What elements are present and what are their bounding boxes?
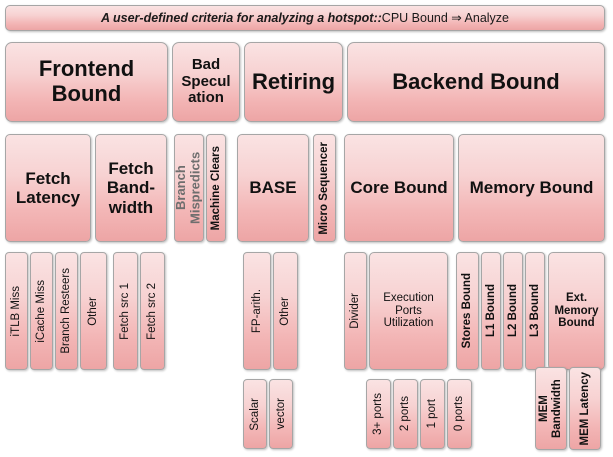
node-mem-bandwidth[interactable]: MEM Bandwidth <box>535 367 567 450</box>
node-label: 1 port <box>426 399 439 429</box>
node-fetch-src-2[interactable]: Fetch src 2 <box>140 252 165 370</box>
node-backend-bound[interactable]: Backend Bound <box>347 42 605 122</box>
node-label: Fetch src 2 <box>146 282 159 340</box>
node-fp-arith[interactable]: FP-arith. <box>243 252 271 370</box>
node-ext-memory-bound[interactable]: Ext. Memory Bound <box>548 252 605 370</box>
node-label: Other <box>87 296 100 326</box>
node-l2-bound[interactable]: L2 Bound <box>503 252 523 370</box>
node-fetch-src-1[interactable]: Fetch src 1 <box>113 252 138 370</box>
node-stores-bound[interactable]: Stores Bound <box>456 252 479 370</box>
node-frontend-other[interactable]: Other <box>80 252 107 370</box>
node-label: Execution Ports Utilization <box>383 291 434 330</box>
node-l1-bound[interactable]: L1 Bound <box>481 252 501 370</box>
node-label: L2 Bound <box>506 284 519 338</box>
node-fetch-bandwidth[interactable]: Fetch Band- width <box>95 134 167 242</box>
node-label: Divider <box>349 293 362 329</box>
criteria-banner: A user-defined criteria for analyzing a … <box>5 5 605 31</box>
node-label: Fetch Band- width <box>106 159 156 217</box>
node-label: Core Bound <box>350 178 448 198</box>
node-label: vector <box>274 398 287 430</box>
node-label: Fetch Latency <box>15 168 81 207</box>
node-micro-sequencer[interactable]: Micro Sequencer <box>313 134 336 242</box>
node-label: Micro Sequencer <box>318 141 331 235</box>
node-label: MEM Latency <box>578 371 591 446</box>
node-mem-latency[interactable]: MEM Latency <box>569 367 601 450</box>
node-fetch-latency[interactable]: Fetch Latency <box>5 134 91 242</box>
node-core-bound[interactable]: Core Bound <box>344 134 454 242</box>
node-label: iTLB Miss <box>10 285 23 337</box>
node-2-ports[interactable]: 2 ports <box>393 379 418 449</box>
node-label: 2 ports <box>399 396 412 432</box>
node-bad-speculation[interactable]: Bad Specul ation <box>172 42 240 122</box>
node-label: Stores Bound <box>461 273 474 349</box>
node-label: Memory Bound <box>469 178 594 198</box>
node-label: 3+ ports <box>372 393 385 435</box>
node-label: Scalar <box>248 397 261 431</box>
node-vector[interactable]: vector <box>269 379 293 449</box>
banner-emphasis-text: A user-defined criteria for analyzing a … <box>100 11 382 25</box>
node-label: Frontend Bound <box>38 56 135 106</box>
node-execution-ports-utilization[interactable]: Execution Ports Utilization <box>369 252 448 370</box>
node-label: MEM Bandwidth <box>538 379 563 438</box>
node-label: Bad Specul ation <box>181 55 231 107</box>
node-3-plus-ports[interactable]: 3+ ports <box>366 379 391 449</box>
node-label: 0 ports <box>453 396 466 432</box>
node-label: Fetch src 1 <box>119 282 132 340</box>
node-label: FP-arith. <box>250 288 263 334</box>
node-label: Machine Clears <box>209 145 222 231</box>
node-label: BASE <box>249 178 297 198</box>
node-label: Ext. Memory Bound <box>554 291 599 330</box>
node-label: iCache Miss <box>35 279 48 343</box>
node-label: Other <box>279 296 292 326</box>
node-memory-bound[interactable]: Memory Bound <box>458 134 605 242</box>
node-0-ports[interactable]: 0 ports <box>447 379 472 449</box>
node-itlb-miss[interactable]: iTLB Miss <box>5 252 28 370</box>
banner-rest-text: CPU Bound ⇒ Analyze <box>381 11 510 25</box>
node-l3-bound[interactable]: L3 Bound <box>525 252 545 370</box>
node-base-other[interactable]: Other <box>273 252 298 370</box>
node-retiring[interactable]: Retiring <box>244 42 343 122</box>
node-machine-clears[interactable]: Machine Clears <box>206 134 226 242</box>
node-label: Backend Bound <box>392 68 560 94</box>
node-icache-miss[interactable]: iCache Miss <box>30 252 53 370</box>
node-scalar[interactable]: Scalar <box>243 379 267 449</box>
node-label: Branch Resteers <box>60 268 73 354</box>
node-base[interactable]: BASE <box>237 134 309 242</box>
node-branch-resteers[interactable]: Branch Resteers <box>55 252 78 370</box>
node-label: Retiring <box>251 68 336 94</box>
node-divider[interactable]: Divider <box>344 252 367 370</box>
node-label: L1 Bound <box>484 284 497 338</box>
node-frontend-bound[interactable]: Frontend Bound <box>5 42 168 122</box>
node-label: Branch Mispredicts <box>174 151 203 225</box>
node-branch-mispredicts[interactable]: Branch Mispredicts <box>174 134 204 242</box>
node-label: L3 Bound <box>528 284 541 338</box>
node-1-port[interactable]: 1 port <box>420 379 445 449</box>
